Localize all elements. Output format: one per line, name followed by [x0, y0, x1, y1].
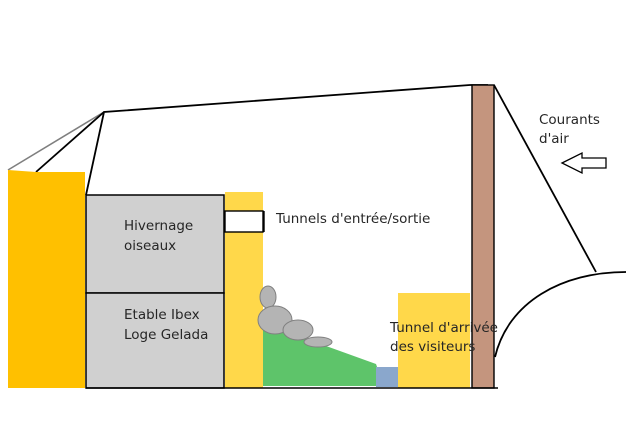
label-etable-line1: Etable Ibex	[124, 307, 200, 323]
bird-wintering-enclosure	[85, 194, 225, 294]
label-courants-line2: d'air	[539, 131, 569, 147]
ibex-stable-enclosure	[85, 292, 225, 389]
label-courants-line1: Courants	[539, 112, 600, 128]
gable-line-inner	[35, 111, 105, 173]
outer-slope-line	[493, 84, 597, 273]
visitor-tunnel-block	[398, 293, 470, 388]
rock-flat	[303, 336, 333, 348]
water-pool	[376, 367, 398, 387]
roof-outline	[85, 84, 488, 196]
outer-arch	[494, 271, 627, 358]
grass-slope	[263, 326, 384, 386]
rock-medium	[282, 319, 314, 341]
label-hivernage-line2: oiseaux	[124, 238, 177, 254]
label-tunnels-entree: Tunnels d'entrée/sortie	[276, 211, 431, 227]
label-tunnel-visiteurs-line1: Tunnel d'arrivée	[390, 320, 498, 336]
label-hivernage-line1: Hivernage	[124, 218, 194, 234]
entrance-exit-tunnel	[224, 210, 264, 233]
gable-line-outer	[7, 111, 105, 171]
rock-top	[259, 285, 277, 309]
left-yellow-wall	[8, 170, 85, 388]
arrow-left-icon	[560, 151, 607, 175]
label-etable-line2: Loge Gelada	[124, 327, 209, 343]
label-tunnel-visiteurs-line2: des visiteurs	[390, 339, 476, 355]
